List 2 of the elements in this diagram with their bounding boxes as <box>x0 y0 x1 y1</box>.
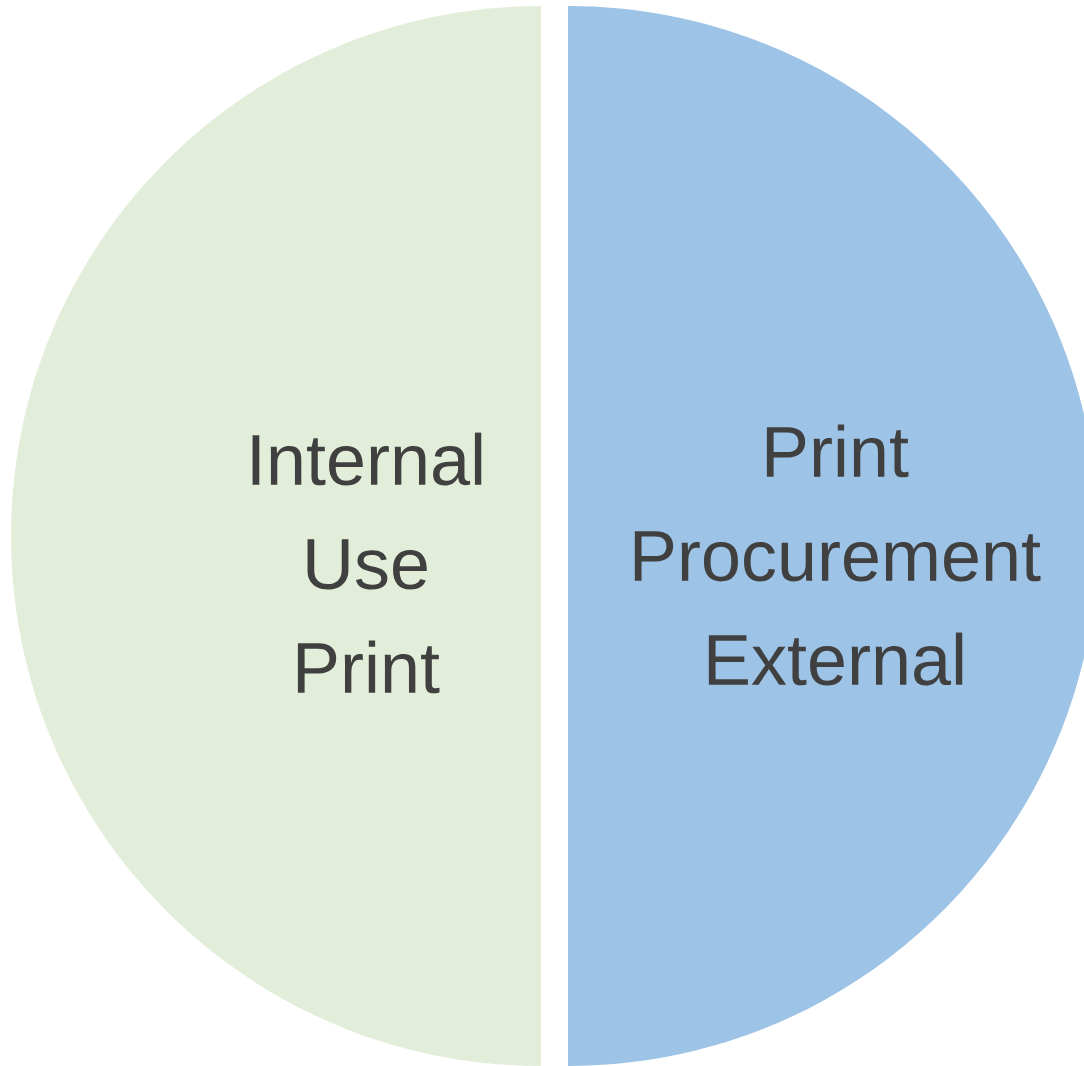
half-circle-segment: Print Procurement External <box>568 6 1084 1066</box>
half-circle-segment: Internal Use Print <box>11 6 541 1066</box>
